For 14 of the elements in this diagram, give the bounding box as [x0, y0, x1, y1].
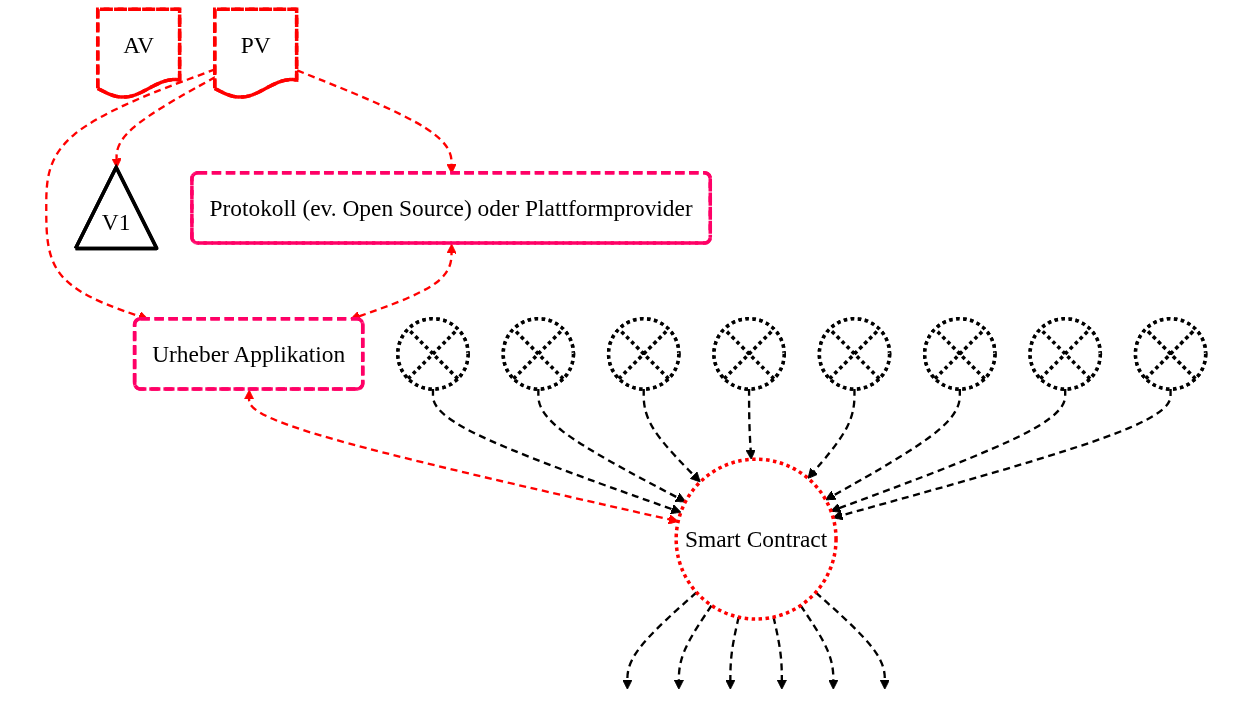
arrow [825, 389, 961, 501]
arrow [725, 616, 740, 690]
arrow [622, 591, 698, 690]
node-circle: Smart Contract [674, 457, 838, 621]
arrow [772, 616, 787, 690]
arrow [537, 389, 686, 503]
arrow [814, 591, 890, 690]
arrow [830, 389, 1067, 513]
arrow [807, 389, 856, 479]
arrow [673, 604, 713, 690]
arrow [642, 389, 701, 483]
arrow [745, 389, 756, 460]
arrow [799, 604, 839, 690]
arrow [832, 389, 1172, 521]
